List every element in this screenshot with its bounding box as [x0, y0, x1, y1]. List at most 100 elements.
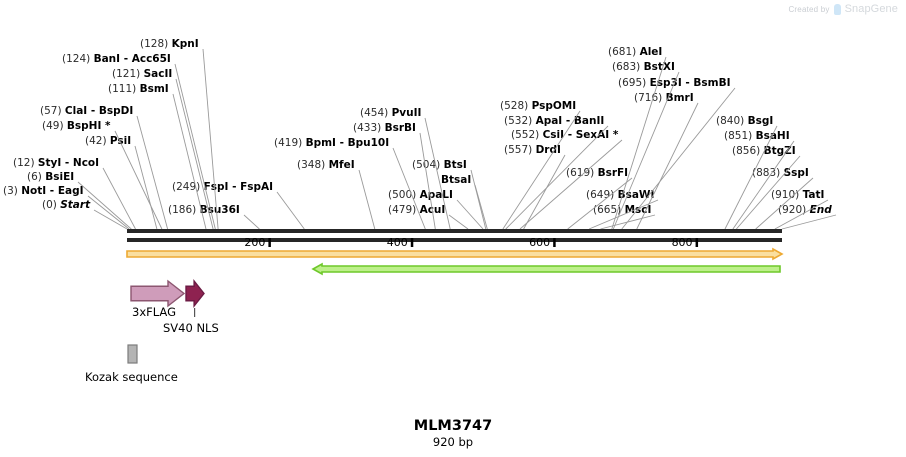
- enzyme-leader-line: [448, 214, 469, 230]
- enzyme-label-noti-eagi: (3) NotI - EagI: [3, 185, 84, 197]
- enzyme-position: (3): [3, 185, 18, 197]
- enzyme-label-fspi-fspai: (249) FspI - FspAI: [172, 181, 274, 193]
- enzyme-position: (504): [412, 159, 441, 171]
- enzyme-name: BsrBI: [384, 122, 416, 134]
- enzyme-label-btgzi: (856) BtgZI: [732, 146, 796, 157]
- enzyme-name: KpnI: [171, 38, 199, 50]
- feature-label-sv40-nls: SV40 NLS: [163, 321, 219, 335]
- enzyme-leader-line: [102, 167, 136, 230]
- feature-orange-orf[interactable]: [126, 247, 784, 261]
- enzyme-label-kpni: (128) KpnI: [140, 39, 199, 50]
- enzyme-label-pspomi: (528) PspOMI: [500, 101, 576, 112]
- enzyme-position: (528): [500, 100, 529, 112]
- enzyme-leader-line: [474, 184, 488, 230]
- ruler-tick-label-200: 200: [244, 236, 266, 249]
- enzyme-leader-line: [134, 145, 158, 230]
- enzyme-label-apali: (500) ApaLI: [388, 190, 453, 201]
- enzyme-position: (186): [168, 204, 197, 216]
- enzyme-label-bsawi: (649) BsaWI: [586, 190, 654, 201]
- enzyme-name: NotI: [21, 185, 47, 197]
- snapgene-credit: Created by SnapGene: [788, 3, 898, 15]
- enzyme-label-drdi: (557) DrdI: [504, 145, 561, 156]
- enzyme-position: (920): [778, 204, 807, 216]
- enzyme-position: (532): [504, 115, 533, 127]
- feature-kozak[interactable]: [127, 344, 138, 364]
- enzyme-label-end: (920) End: [778, 205, 832, 216]
- enzyme-name: PspOMI: [531, 100, 577, 112]
- enzyme-position: (57): [40, 105, 62, 117]
- enzyme-position: (124): [62, 53, 91, 65]
- sv40-nls-leader-tick: [194, 308, 196, 317]
- enzyme-label-bsmi: (111) BsmI: [108, 84, 169, 95]
- enzyme-name: AcuI: [419, 204, 446, 216]
- enzyme-name: BsgI: [747, 115, 774, 127]
- ruler-tick-label-600: 600: [529, 236, 551, 249]
- enzyme-name: SexAI *: [575, 129, 619, 141]
- enzyme-name: ApaLI: [419, 189, 453, 201]
- enzyme-label-psii: (42) PsiI: [85, 136, 131, 147]
- enzyme-name: PsiI: [109, 135, 132, 147]
- enzyme-name: CsiI: [542, 129, 565, 141]
- snapgene-logo-icon: [833, 3, 841, 15]
- enzyme-label-btsi: (504) BtsI: [412, 160, 467, 171]
- feature-sv40-nls[interactable]: [185, 278, 205, 309]
- enzyme-leader-line: [456, 199, 484, 230]
- enzyme-label-clai-bspdi: (57) ClaI - BspDI: [40, 105, 134, 117]
- enzyme-position: (49): [42, 120, 64, 132]
- feature-green-orf[interactable]: [311, 262, 781, 276]
- enzyme-position: (12): [13, 157, 35, 169]
- enzyme-position: (557): [504, 144, 533, 156]
- enzyme-name: BtsI: [443, 159, 467, 171]
- enzyme-position: (348): [297, 159, 326, 171]
- enzyme-name: Start: [60, 199, 91, 211]
- enzyme-name: End: [809, 204, 832, 216]
- enzyme-name: PvuII: [391, 107, 422, 119]
- enzyme-label-bsu36i: (186) Bsu36I: [168, 205, 240, 216]
- enzyme-position: (695): [618, 77, 647, 89]
- enzyme-leader-line: [243, 214, 260, 230]
- enzyme-position: (840): [716, 115, 745, 127]
- enzyme-name: Esp3I: [649, 77, 682, 89]
- feature-3xflag[interactable]: [130, 279, 186, 308]
- enzyme-name: Acc65I: [131, 53, 171, 65]
- enzyme-name: BsrFI: [597, 167, 629, 179]
- snapgene-brand-label: SnapGene: [844, 3, 898, 15]
- enzyme-position: (249): [172, 181, 201, 193]
- enzyme-label-btsai: BtsaI: [441, 175, 471, 186]
- enzyme-position: (42): [85, 135, 107, 147]
- enzyme-position: (479): [388, 204, 417, 216]
- enzyme-label-bsiei: (6) BsiEI: [27, 172, 74, 183]
- enzyme-position: (0): [42, 199, 57, 211]
- enzyme-label-pvuii: (454) PvuII: [360, 108, 421, 119]
- enzyme-position: (665): [593, 204, 622, 216]
- enzyme-name: DrdI: [535, 144, 561, 156]
- enzyme-label-bsahi: (851) BsaHI: [724, 131, 790, 142]
- credit-label: Created by: [788, 4, 830, 14]
- enzyme-label-bsgi: (840) BsgI: [716, 116, 773, 127]
- enzyme-position: (419): [274, 137, 303, 149]
- enzyme-name: BanII: [573, 115, 605, 127]
- enzyme-position: (500): [388, 189, 417, 201]
- enzyme-name: Bsu36I: [199, 204, 240, 216]
- ruler-tick: [695, 238, 699, 247]
- enzyme-name: SspI: [783, 167, 809, 179]
- enzyme-label-bmri: (716) BmrI: [634, 93, 694, 104]
- enzyme-name: BsaHI: [755, 130, 790, 142]
- dna-strand-top: [127, 229, 782, 233]
- enzyme-label-styi-ncoi: (12) StyI - NcoI: [13, 157, 100, 169]
- feature-label-3xflag: 3xFLAG: [132, 305, 176, 319]
- enzyme-leader-line: [87, 195, 130, 230]
- enzyme-label-csii-sexai: (552) CsiI - SexAI *: [511, 129, 619, 141]
- enzyme-name: BtgZI: [763, 145, 796, 157]
- enzyme-position: (649): [586, 189, 615, 201]
- enzyme-name: BmrI: [665, 92, 694, 104]
- enzyme-name: MscI: [624, 204, 652, 216]
- enzyme-label-alei: (681) AleI: [608, 47, 662, 58]
- ruler-tick-label-400: 400: [386, 236, 408, 249]
- enzyme-leader-line: [136, 115, 169, 230]
- enzyme-label-apai-banii: (532) ApaI - BanII: [504, 115, 605, 127]
- enzyme-position: (856): [732, 145, 761, 157]
- enzyme-label-mfei: (348) MfeI: [297, 160, 355, 171]
- enzyme-label-sacii: (121) SacII: [112, 69, 172, 80]
